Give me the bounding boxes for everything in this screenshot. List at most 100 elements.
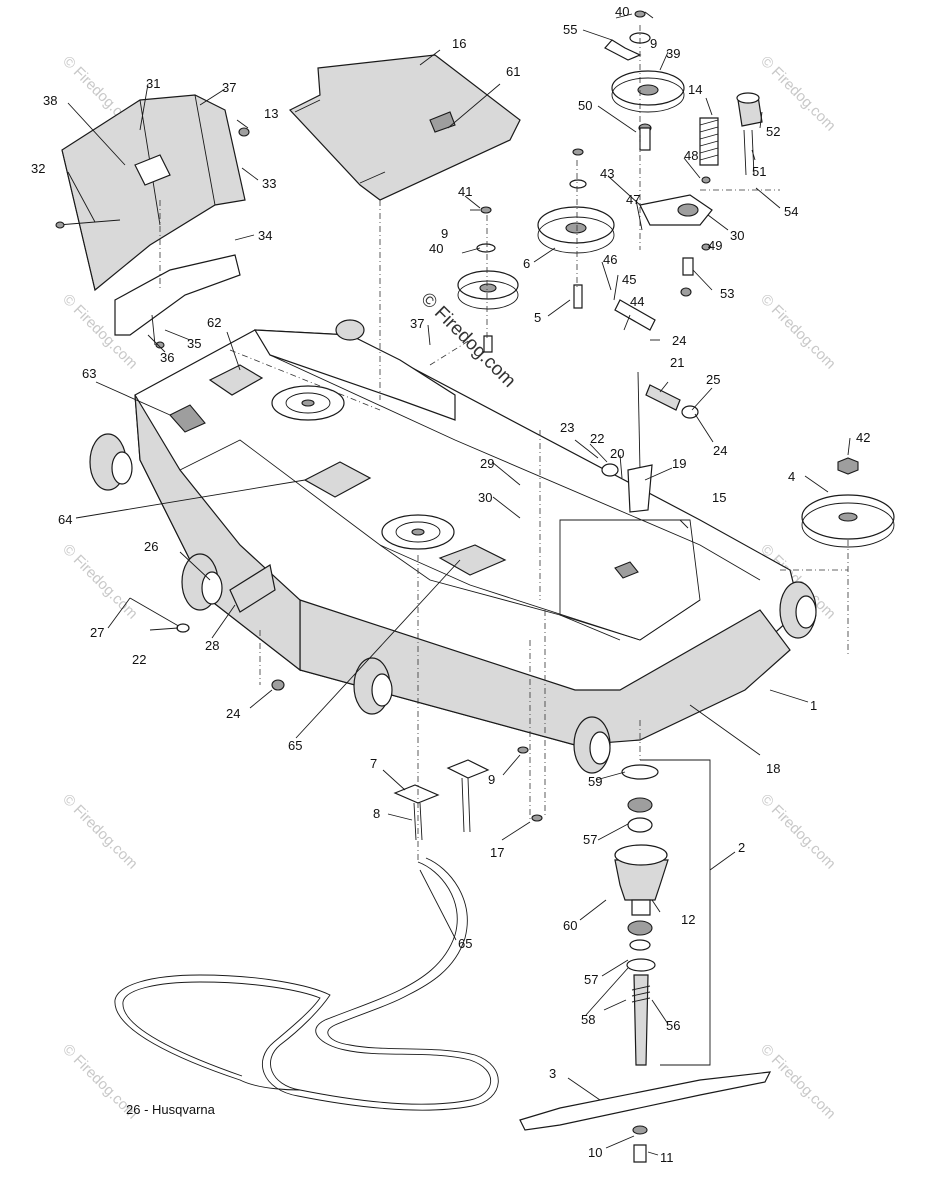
callout: 40 [615, 4, 629, 19]
callout: 65 [458, 936, 472, 951]
lift-linkage [601, 299, 699, 513]
callout: 51 [752, 164, 766, 179]
callout: 18 [766, 761, 780, 776]
pulley-37 [457, 270, 519, 310]
callout: 20 [610, 446, 624, 461]
watermark-center: © Firedog.com [416, 289, 519, 392]
callout: 8 [373, 806, 380, 821]
callout: 55 [563, 22, 577, 37]
callout: 33 [262, 176, 276, 191]
callout: 25 [706, 372, 720, 387]
callout: 12 [681, 912, 695, 927]
callout: 15 [712, 490, 726, 505]
callout: 30 [478, 490, 492, 505]
callout: 24 [226, 706, 240, 721]
nut-42 [837, 457, 859, 475]
callout: 64 [58, 512, 72, 527]
callout: 22 [590, 431, 604, 446]
callout: 45 [622, 272, 636, 287]
callout: 52 [766, 124, 780, 139]
callout: 46 [603, 252, 617, 267]
watermark: © Firedog.com [59, 791, 141, 873]
page-label: 26 - Husqvarna [126, 1102, 216, 1117]
idler-arm [639, 194, 713, 226]
callout: 59 [588, 774, 602, 789]
callout: 21 [670, 355, 684, 370]
callout: 4 [788, 469, 795, 484]
discharge-chute [61, 94, 246, 292]
belt-shield [289, 54, 521, 201]
callout: 7 [370, 756, 377, 771]
callout: 36 [160, 350, 174, 365]
callout: 48 [684, 148, 698, 163]
callout: 40 [429, 241, 443, 256]
callout: 34 [258, 228, 272, 243]
callout: 9 [650, 36, 657, 51]
callout: 31 [146, 76, 160, 91]
callout: 57 [584, 972, 598, 987]
cutting-blade [519, 1071, 772, 1131]
callout: 19 [672, 456, 686, 471]
callout: 30 [730, 228, 744, 243]
idler-pulley-39 [611, 70, 685, 113]
callout: 10 [588, 1145, 602, 1160]
callout: 37 [410, 316, 424, 331]
callout: 2 [738, 840, 745, 855]
callout: 47 [626, 192, 640, 207]
callout: 23 [560, 420, 574, 435]
callout: 60 [563, 918, 577, 933]
watermark: © Firedog.com [757, 1041, 839, 1123]
callout: 63 [82, 366, 96, 381]
deck-decals [169, 364, 639, 579]
chute-deflector-bracket [114, 254, 241, 336]
plate-7b [446, 759, 490, 779]
hardware-left [55, 127, 285, 691]
pulley-6 [537, 206, 615, 254]
watermark: © Firedog.com [757, 291, 839, 373]
assembly-centerlines [159, 25, 849, 860]
chute-bracket [134, 154, 171, 186]
callout: 39 [666, 46, 680, 61]
callout: 13 [264, 106, 278, 121]
callout: 57 [583, 832, 597, 847]
hardware-right [476, 10, 711, 353]
leader-lines [67, 11, 851, 1156]
drive-belt [114, 861, 492, 1105]
watermark: © Firedog.com [757, 53, 839, 135]
callout: 49 [708, 238, 722, 253]
callout: 22 [132, 652, 146, 667]
callout: 37 [222, 80, 236, 95]
callout: 54 [784, 204, 798, 219]
pulley-4 [801, 494, 895, 548]
callout: 41 [458, 184, 472, 199]
callout: 29 [480, 456, 494, 471]
callout: 44 [630, 294, 644, 309]
callout: 1 [810, 698, 817, 713]
callout: 43 [600, 166, 614, 181]
callout: 32 [31, 161, 45, 176]
callout: 6 [523, 256, 530, 271]
anti-scalp-wheels [89, 319, 817, 774]
callout: 65 [288, 738, 302, 753]
callout: 61 [506, 64, 520, 79]
callout: 56 [666, 1018, 680, 1033]
callout: 11 [660, 1150, 674, 1165]
callout: 27 [90, 625, 104, 640]
callout: 53 [720, 286, 734, 301]
callout: 16 [452, 36, 466, 51]
callout-labels: 1 2 3 4 5 6 7 8 9 9 9 10 11 12 13 14 15 … [31, 4, 870, 1165]
callout: 28 [205, 638, 219, 653]
callout: 3 [549, 1066, 556, 1081]
callout: 35 [187, 336, 201, 351]
plate-7 [393, 784, 440, 804]
callout: 38 [43, 93, 57, 108]
spindle-group-bracket [640, 759, 711, 1066]
callout: 58 [581, 1012, 595, 1027]
callout: 50 [578, 98, 592, 113]
watermark: © Firedog.com [59, 541, 141, 623]
callout: 5 [534, 310, 541, 325]
tension-spring [699, 117, 719, 166]
callout: 26 [144, 539, 158, 554]
deck-pulleys [271, 385, 455, 550]
